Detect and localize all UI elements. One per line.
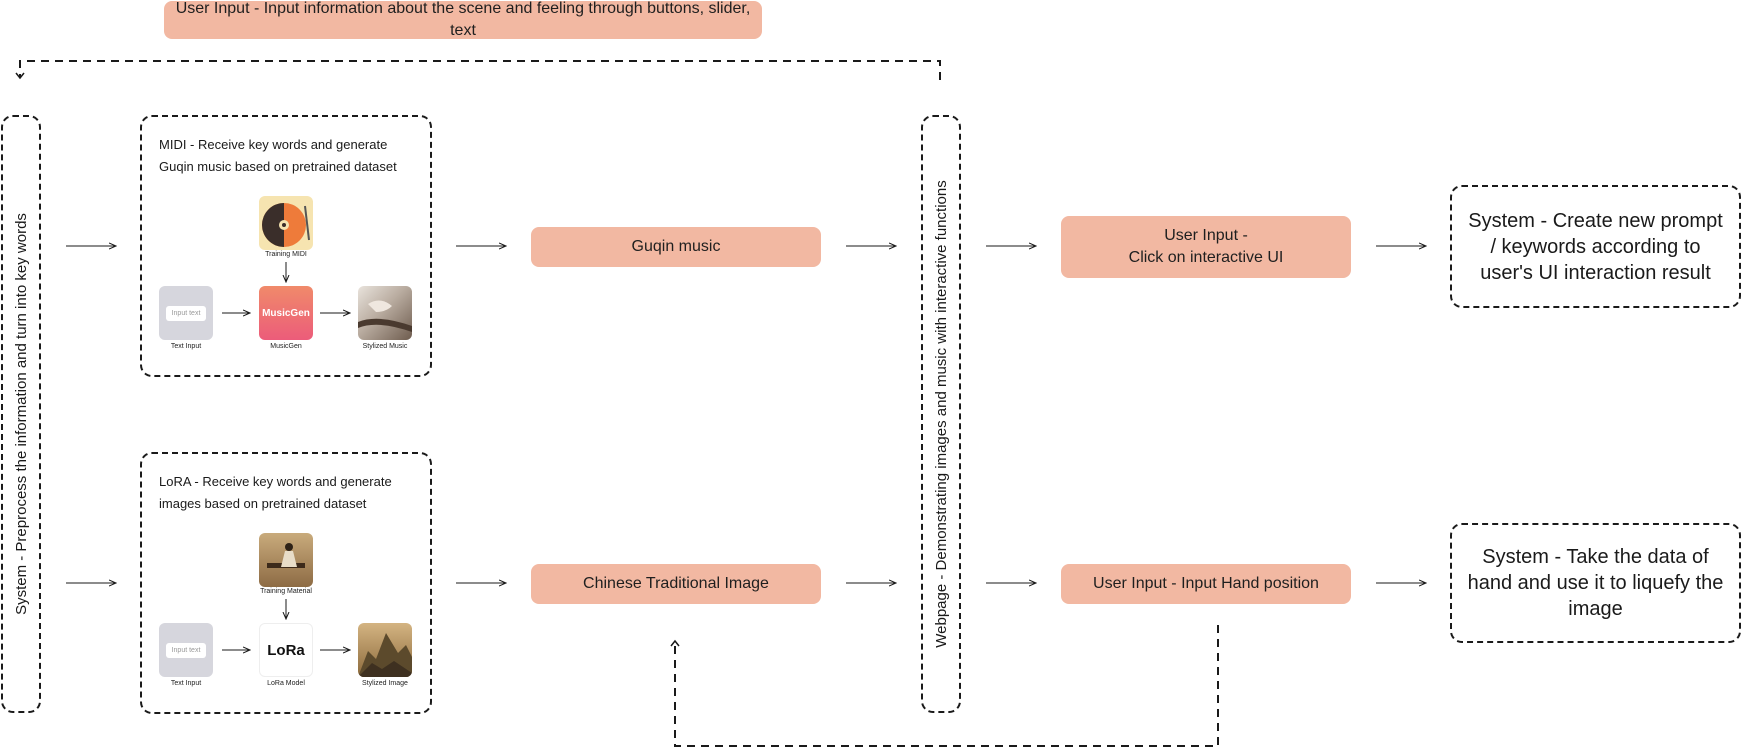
lora-box-title: LoRA - Receive key words and generate im… xyxy=(159,471,392,515)
system-preprocess-box xyxy=(1,115,41,713)
landscape-painting-icon xyxy=(358,633,412,677)
hand-input-label: User Input - Input Hand position xyxy=(1093,575,1319,592)
top-user-input: User Input - Input information about the… xyxy=(164,0,762,39)
lora-box xyxy=(140,452,432,714)
click-ui-node: User Input - Click on interactive UI xyxy=(1061,216,1351,278)
training-material-caption: Training Material xyxy=(260,588,312,595)
lora-logo-label: LoRa xyxy=(267,641,305,659)
stylized-image-caption: Stylized Image xyxy=(362,680,408,687)
midi-box-title: MIDI - Receive key words and generate Gu… xyxy=(159,134,397,178)
lora-model-caption: LoRa Model xyxy=(267,680,305,687)
lora-text-input-placeholder: Input text xyxy=(165,642,207,658)
lora-text-input-caption: Text Input xyxy=(170,680,202,687)
training-midi-image xyxy=(259,196,313,250)
painting-figure-icon xyxy=(267,543,305,568)
system-liquefy-label: System - Take the data of hand and use i… xyxy=(1467,546,1724,620)
hand-input-node: User Input - Input Hand position xyxy=(1061,564,1351,604)
training-material-image xyxy=(259,533,313,587)
chinese-image-label: Chinese Traditional Image xyxy=(583,575,769,592)
lora-model-tile: LoRa xyxy=(259,623,313,677)
chinese-image-node: Chinese Traditional Image xyxy=(531,564,821,604)
vinyl-record-icon xyxy=(262,203,310,247)
midi-box xyxy=(140,115,432,377)
midi-text-input-caption: Text Input xyxy=(170,343,202,350)
top-feedback-loop xyxy=(19,60,941,80)
midi-title-line2: Guqin music based on pretrained dataset xyxy=(159,159,397,174)
system-prompt-box: System - Create new prompt / keywords ac… xyxy=(1450,185,1741,308)
stylized-music-caption: Stylized Music xyxy=(362,343,408,350)
musicgen-label: MusicGen xyxy=(262,307,310,319)
guqin-music-node: Guqin music xyxy=(531,227,821,267)
musicgen-model-tile: MusicGen xyxy=(259,286,313,340)
top-user-input-label: User Input - Input information about the… xyxy=(175,0,751,39)
system-liquefy-box: System - Take the data of hand and use i… xyxy=(1450,523,1741,643)
guqin-music-label: Guqin music xyxy=(631,238,721,255)
guqin-hand-icon xyxy=(358,300,412,332)
bottom-feedback-loop xyxy=(674,625,1219,747)
stylized-image-thumbnail xyxy=(358,623,412,677)
midi-text-input-tile: Input text xyxy=(159,286,213,340)
stylized-music-image xyxy=(358,286,412,340)
system-preprocess-label: System - Preprocess the information and … xyxy=(12,213,30,615)
lora-title-line1: LoRA - Receive key words and generate xyxy=(159,474,392,489)
webpage-label: Webpage - Demonstrating images and music… xyxy=(932,180,950,648)
click-ui-line1: User Input - xyxy=(1164,227,1248,244)
webpage-box xyxy=(921,115,961,713)
system-prompt-label: System - Create new prompt / keywords ac… xyxy=(1468,209,1723,284)
musicgen-caption: MusicGen xyxy=(270,343,302,350)
midi-title-line1: MIDI - Receive key words and generate xyxy=(159,137,388,152)
click-ui-line2: Click on interactive UI xyxy=(1128,249,1284,266)
training-midi-caption: Training MIDI xyxy=(265,251,307,258)
lora-text-input-tile: Input text xyxy=(159,623,213,677)
lora-title-line2: images based on pretrained dataset xyxy=(159,496,367,511)
midi-text-input-placeholder: Input text xyxy=(165,305,207,321)
